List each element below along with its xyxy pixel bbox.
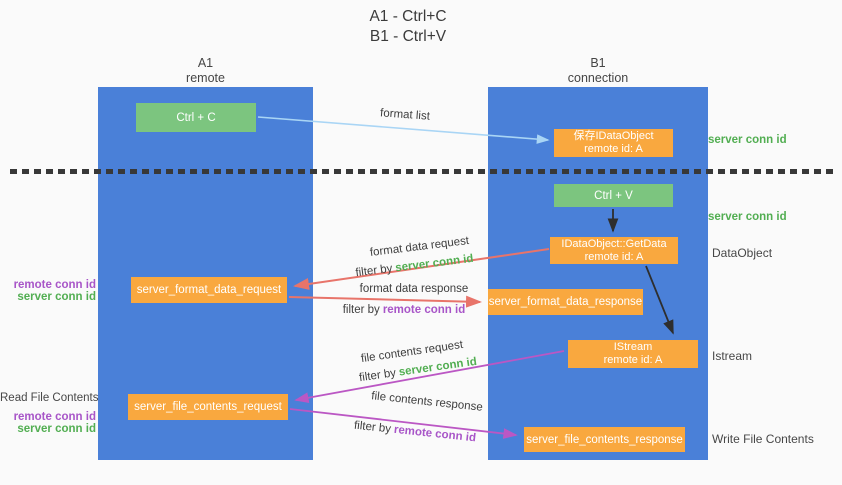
boundary-dotted-line: [10, 169, 836, 174]
remote-conn-id-annotation: remote conn id: [13, 279, 96, 291]
write-file-contents-annotation: Write File Contents: [712, 432, 814, 446]
server-format-data-request-node: server_format_data_request: [131, 277, 287, 303]
dataobject-annotation: DataObject: [712, 246, 773, 260]
istream-title: IStream: [613, 341, 653, 353]
save-idataobject-remote-id: remote id: A: [584, 143, 643, 155]
file-request-conn-id-annotations: remote conn id server conn id: [0, 411, 96, 435]
remote-conn-id-text: remote conn id: [382, 304, 466, 316]
server-file-contents-response-node: server_file_contents_response: [524, 427, 685, 452]
column-a1-subtitle: remote: [186, 71, 225, 85]
format-data-response-label: format data response: [359, 283, 469, 295]
column-b1-subtitle: connection: [567, 71, 629, 85]
remote-conn-id-text: remote conn id: [393, 423, 477, 445]
server-conn-id-annotation: server conn id: [17, 423, 96, 435]
ctrl-v-node: Ctrl + V: [554, 184, 673, 207]
ctrl-c-node: Ctrl + C: [136, 103, 256, 132]
format-data-response-arrow: [288, 295, 482, 308]
idataobject-getdata-remote-id: remote id: A: [584, 250, 644, 263]
title-line-a1: A1 - Ctrl+C: [369, 8, 447, 25]
idataobject-getdata-node: IDataObject::GetData remote id: A: [550, 237, 678, 264]
idataobject-getdata-title: IDataObject::GetData: [561, 237, 667, 250]
server-conn-id-annotation-top: server conn id: [708, 134, 787, 146]
istream-node: IStream remote id: A: [568, 340, 698, 368]
column-a1-name: A1: [197, 56, 214, 70]
file-contents-response-label: file contents response: [370, 390, 484, 414]
save-idataobject-node: 保存IDataObject remote id: A: [554, 129, 673, 157]
filter-by-text: filter by: [353, 419, 392, 436]
filter-by-text: filter by: [354, 262, 394, 280]
format-request-conn-id-annotations: remote conn id server conn id: [0, 279, 96, 303]
server-file-contents-request-node: server_file_contents_request: [128, 394, 288, 420]
remote-conn-id-annotation: remote conn id: [13, 411, 96, 423]
filter-by-text: filter by: [342, 304, 380, 316]
title-line-b1: B1 - Ctrl+V: [369, 28, 447, 45]
server-conn-id-annotation-mid: server conn id: [708, 211, 787, 223]
column-header-a1: A1 remote: [98, 56, 313, 86]
server-conn-id-annotation: server conn id: [17, 291, 96, 303]
save-idataobject-title: 保存IDataObject: [573, 130, 654, 142]
column-b1-name: B1: [590, 56, 606, 70]
filter-by-text: filter by: [358, 367, 397, 385]
server-conn-id-text: server conn id: [398, 355, 478, 379]
istream-remote-id: remote id: A: [603, 354, 663, 366]
istream-annotation: Istream: [712, 349, 753, 363]
read-file-contents-annotation: Read File Contents: [0, 392, 99, 404]
diagram-title: A1 - Ctrl+C B1 - Ctrl+V: [283, 7, 533, 47]
column-header-b1: B1 connection: [488, 56, 708, 86]
server-format-data-response-node: server_format_data_response: [488, 289, 643, 315]
server-conn-id-text: server conn id: [394, 252, 475, 275]
format-list-label: format list: [379, 107, 431, 123]
